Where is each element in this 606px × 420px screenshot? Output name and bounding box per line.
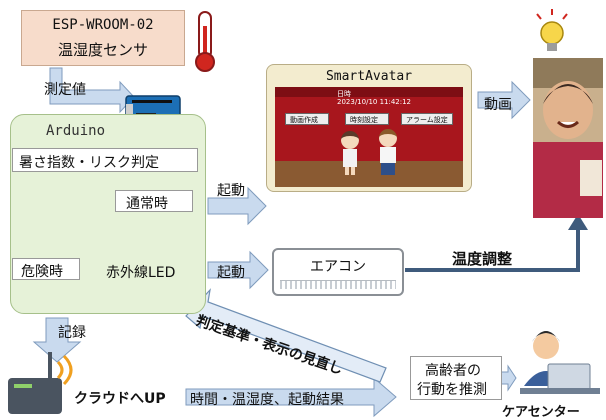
log-label: 時間・温湿度、起動結果	[190, 392, 344, 408]
launch-label-1: 起動	[217, 183, 245, 199]
temp-adjust-head	[568, 214, 588, 230]
infer-box: 高齢者の 行動を推測	[410, 356, 502, 400]
measure-label: 測定値	[44, 82, 86, 98]
measure-arrow	[49, 67, 135, 114]
sensor-box: ESP-WROOM-02 温湿度センサ	[21, 10, 185, 66]
log-arrow	[185, 376, 397, 418]
care-arrow	[499, 364, 517, 392]
judge-label: 暑さ指数・リスク判定	[19, 155, 159, 171]
video-label: 動画	[484, 97, 512, 113]
elderly-person-photo	[533, 58, 603, 218]
temp-adjust-label: 温度調整	[452, 250, 513, 268]
launch-label-2: 起動	[217, 265, 245, 281]
time-setting-button[interactable]: 時刻設定	[345, 113, 389, 125]
thermometer-icon	[195, 11, 215, 72]
smartavatar-window: SmartAvatar 日時 2023/10/10 11:42:12 動画作成 …	[266, 64, 472, 192]
care-worker-icon	[520, 331, 600, 394]
alarm-setting-button[interactable]: アラーム設定	[401, 113, 453, 125]
alarm-setting-label: アラーム設定	[406, 116, 448, 124]
avatar-boy	[377, 129, 399, 175]
danger-label: 危険時	[21, 264, 63, 280]
danger-box: 危険時	[12, 258, 80, 280]
record-arrow	[32, 317, 82, 363]
video-arrow	[477, 80, 531, 120]
review-arrow	[185, 288, 387, 383]
infer-line-1: 高齢者の	[425, 363, 481, 379]
aircon-unit: エアコン	[272, 248, 404, 296]
temp-adjust-line	[405, 225, 580, 272]
stage-floor	[275, 161, 463, 187]
datetime-display: 2023/10/10 11:42:12	[337, 98, 412, 106]
launch-arrow-1	[207, 186, 267, 226]
normal-label: 通常時	[126, 196, 168, 212]
aircon-vent	[280, 280, 396, 289]
aircon-label: エアコン	[310, 259, 366, 275]
normal-box: 通常時	[115, 190, 193, 212]
time-setting-label: 時刻設定	[350, 116, 378, 124]
arduino-panel	[10, 114, 206, 314]
sensor-model: ESP-WROOM-02	[52, 17, 154, 33]
judge-box: 暑さ指数・リスク判定	[12, 148, 198, 172]
cloud-label: クラウドへUP	[74, 391, 166, 407]
video-create-label: 動画作成	[290, 116, 318, 124]
record-label: 記録	[58, 325, 86, 341]
care-center-label: ケアセンター	[502, 405, 580, 420]
avatar-girl	[339, 131, 361, 175]
smartavatar-title: SmartAvatar	[325, 69, 413, 84]
stage-curtain-top	[275, 87, 463, 97]
launch-arrow-2	[207, 250, 269, 290]
wifi-router-icon	[8, 352, 73, 414]
sensor-label: 温湿度センサ	[57, 41, 148, 59]
ir-led-label: 赤外線LED	[106, 265, 176, 281]
video-create-button[interactable]: 動画作成	[285, 113, 329, 125]
stage-screen: 日時 2023/10/10 11:42:12 動画作成 時刻設定 アラーム設定	[275, 87, 463, 187]
arduino-title: Arduino	[46, 123, 106, 139]
light-bulb-icon	[536, 9, 568, 51]
infer-line-2: 行動を推測	[417, 382, 487, 398]
date-caption: 日時	[337, 90, 351, 98]
